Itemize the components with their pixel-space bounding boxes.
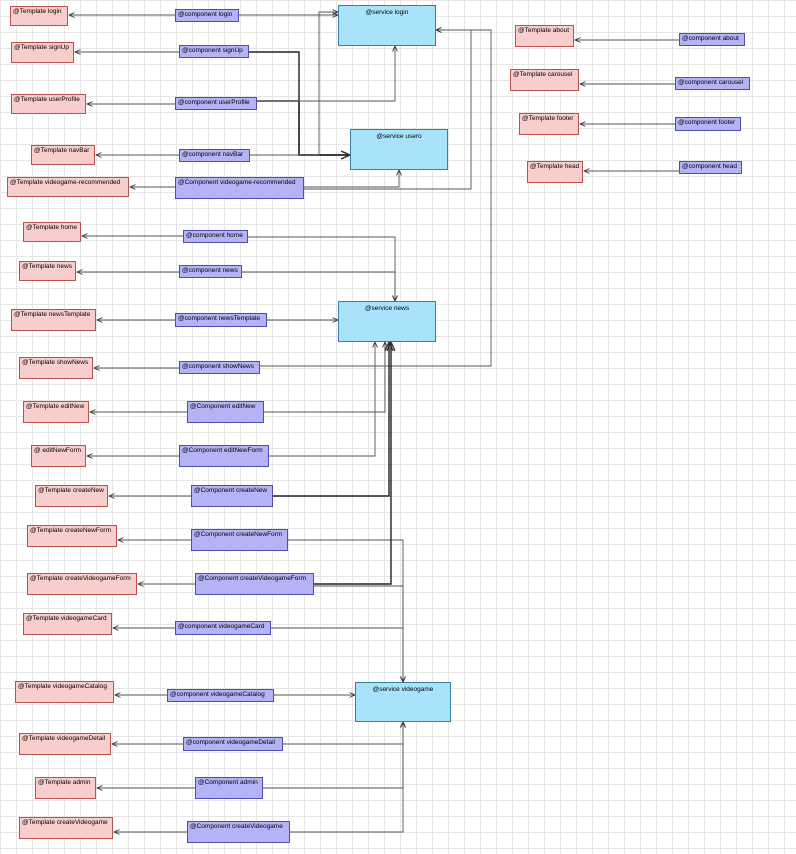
edge-recommended-to-service-usero[interactable] [304,170,399,188]
edge-signup-to-service-usero[interactable] [249,51,350,155]
service-videogame[interactable]: @service videogame [355,682,451,722]
template-head[interactable]: @Template head [527,161,583,183]
edge-createnew-to-service-news[interactable] [273,342,389,497]
component-createnewform[interactable]: @Component createNewForm [191,529,288,551]
component-navbar[interactable]: @component navBar [179,149,250,162]
component-admin[interactable]: @Component admin [195,777,263,799]
component-videogame-recommended[interactable]: @Component videogame-recommended [175,177,304,199]
component-carousel[interactable]: @component carousel [675,77,750,90]
template-userprofile[interactable]: @Template userProfile [11,94,86,114]
component-about[interactable]: @component about [679,33,745,46]
component-editnew[interactable]: @Component editNew [187,401,264,423]
component-home[interactable]: @component home [183,230,248,243]
edge-videogamecard-to-service-videogame[interactable] [271,627,403,682]
template-createnewform[interactable]: @Template createNewForm [27,525,117,547]
edge-videogamedetail-to-service-videogame[interactable] [283,722,403,745]
template-navbar[interactable]: @Template navBar [31,145,95,165]
template-login[interactable]: @Template login [10,6,68,26]
template-carousel[interactable]: @Template carousel [510,69,579,91]
component-userprofile[interactable]: @component userProfile [175,97,257,110]
component-videogamecatalog[interactable]: @component videogameCatalog [167,689,274,702]
edge-editnewform-to-service-news[interactable] [269,342,375,457]
component-videogamedetail[interactable]: @component videogameDetail [183,737,283,751]
template-createvideogame[interactable]: @Template createVideogame [19,817,113,839]
template-footer[interactable]: @Template footer [519,113,579,135]
edge-news-to-service-news[interactable] [242,271,395,301]
component-editnewform[interactable]: @Component editNewForm [179,445,269,467]
component-login[interactable]: @component login [175,9,239,22]
component-videogamecard[interactable]: @component videogameCard [175,621,271,635]
template-signup[interactable]: @Template signUp [11,42,74,63]
template-home[interactable]: @Template home [23,222,81,242]
template-createnew[interactable]: @Template createNew [35,485,108,507]
edge-admin-to-service-videogame[interactable] [263,722,403,789]
template-videogame-recommended[interactable]: @Template videogame-recommended [7,177,129,197]
template-news[interactable]: @Template news [19,261,76,281]
template-about[interactable]: @Template about [515,25,574,47]
edge-createnewform-to-service-videogame[interactable] [288,539,403,682]
edge-userprofile-to-service-usero[interactable] [257,100,350,155]
component-newstemplate[interactable]: @component newsTemplate [175,313,267,327]
component-createvideogameform[interactable]: @Component createVideogameForm [195,573,314,595]
template-shownews[interactable]: @Template showNews [19,357,93,379]
template-newstemplate[interactable]: @Template newsTemplate [11,309,96,331]
service-login[interactable]: @service login [338,5,436,46]
component-shownews[interactable]: @component showNews [179,361,260,374]
template-admin[interactable]: @Template admin [35,777,96,799]
component-createvideogame[interactable]: @Component createVideogame [187,821,290,843]
edge-createvideogame-to-service-videogame[interactable] [290,722,403,833]
edge-createvideogameform-to-service-news[interactable] [314,342,391,585]
template-editnew[interactable]: @Template editNew [23,401,89,423]
template-editnewform[interactable]: @ editNewForm [31,445,86,467]
service-usero[interactable]: @service usero [350,129,448,170]
template-videogamedetail[interactable]: @Template videogameDetail [19,733,111,755]
component-createnew[interactable]: @Component createNew [191,485,273,507]
edge-home-to-service-news[interactable] [248,236,395,301]
edge-navbar-to-service-login[interactable] [250,12,338,156]
component-signup[interactable]: @component signUp [179,45,249,58]
component-news[interactable]: @component news [179,265,242,278]
template-videogamecard[interactable]: @Template videogameCard [23,613,112,635]
edge-editnew-to-service-news[interactable] [264,342,385,413]
template-videogamecatalog[interactable]: @Template videogameCatalog [15,681,114,703]
service-news[interactable]: @service news [338,301,436,342]
template-createvideogameform[interactable]: @Template createVideogameForm [27,573,137,595]
edge-userprofile-to-service-login[interactable] [257,46,395,102]
component-footer[interactable]: @component footer [675,117,741,131]
component-head[interactable]: @component head [679,161,742,174]
edge-createvideogameform-to-service-videogame[interactable] [314,585,403,682]
